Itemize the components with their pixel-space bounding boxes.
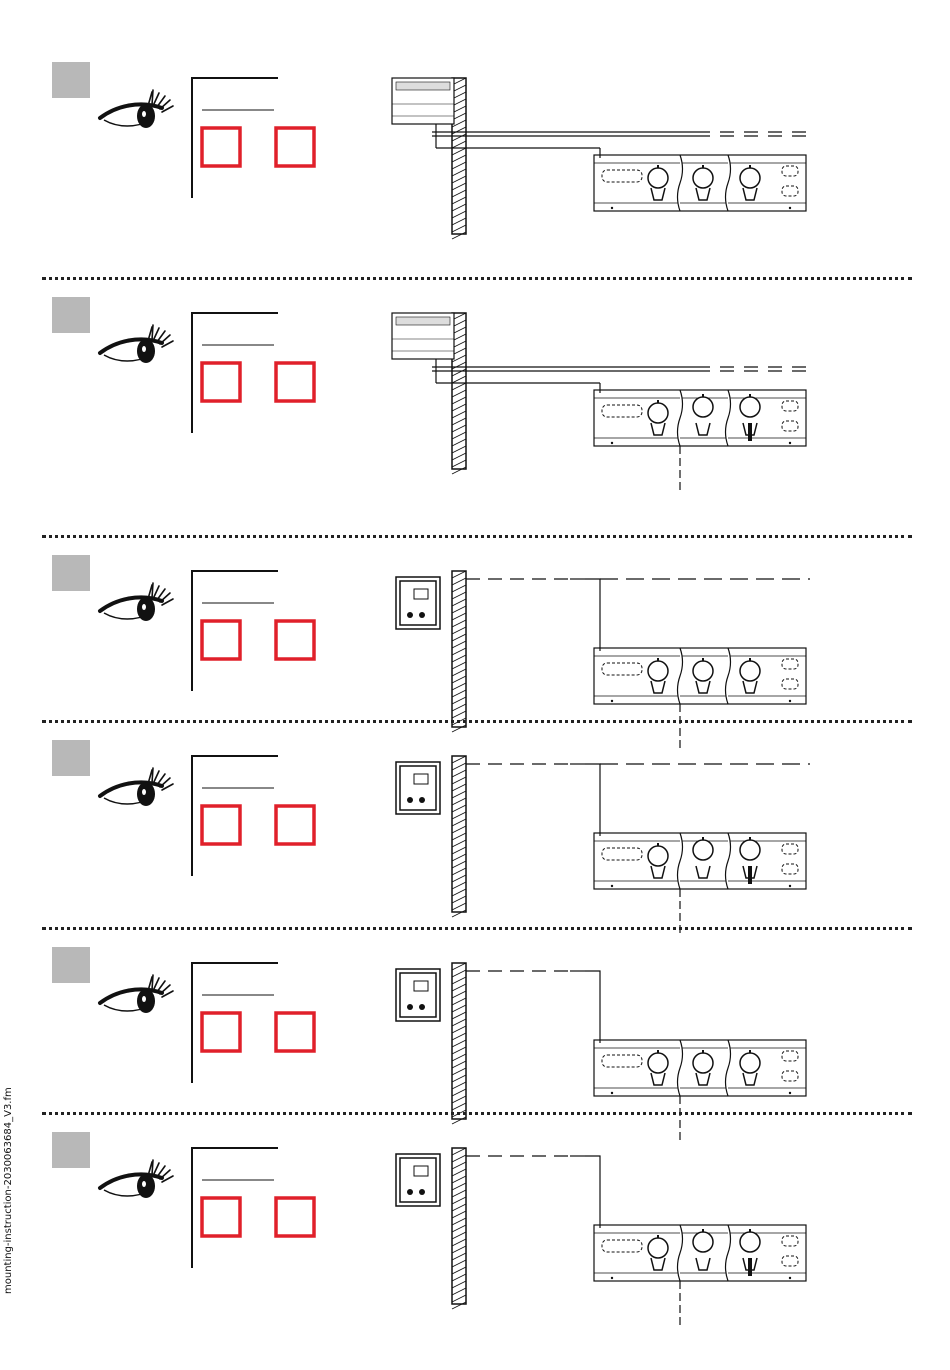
valve-head bbox=[740, 1232, 760, 1252]
valve-installation-diagram bbox=[380, 1130, 820, 1320]
step-marker bbox=[52, 555, 90, 591]
indicator-square-left bbox=[202, 806, 240, 844]
valve-head bbox=[693, 840, 713, 860]
controller-icon bbox=[396, 577, 440, 629]
valve-head bbox=[648, 1053, 668, 1073]
valve-head bbox=[648, 846, 668, 866]
valve-head bbox=[648, 168, 668, 188]
dotted-separator bbox=[42, 720, 912, 723]
indicator-square-left bbox=[202, 1198, 240, 1236]
valve-head bbox=[693, 661, 713, 681]
indicator-square-left bbox=[202, 1013, 240, 1051]
indicator-square-right bbox=[276, 363, 314, 401]
step-marker bbox=[52, 947, 90, 983]
step-marker bbox=[52, 1132, 90, 1168]
indicator-display bbox=[190, 311, 280, 435]
valve-head bbox=[693, 168, 713, 188]
dotted-separator bbox=[42, 535, 912, 538]
indicator-display bbox=[190, 76, 280, 200]
indicator-display bbox=[190, 569, 280, 693]
eye-icon bbox=[96, 762, 176, 810]
dotted-separator bbox=[42, 927, 912, 930]
indicator-square-left bbox=[202, 621, 240, 659]
eye-icon bbox=[96, 969, 176, 1017]
step-marker bbox=[52, 740, 90, 776]
controller-icon bbox=[396, 969, 440, 1021]
valve-head bbox=[693, 1053, 713, 1073]
eye-icon bbox=[96, 84, 176, 132]
indicator-square-left bbox=[202, 128, 240, 166]
valve-head bbox=[740, 840, 760, 860]
dotted-separator bbox=[42, 277, 912, 280]
indicator-square-right bbox=[276, 1198, 314, 1236]
eye-icon bbox=[96, 577, 176, 625]
indicator-square-left bbox=[202, 363, 240, 401]
sidebar-filename: mounting-instruction-2030063684_V3.fm bbox=[3, 1087, 14, 1294]
valve-head bbox=[740, 397, 760, 417]
indicator-square-right bbox=[276, 128, 314, 166]
controller-icon bbox=[396, 762, 440, 814]
controller-icon bbox=[396, 1154, 440, 1206]
valve-installation-diagram bbox=[380, 60, 820, 250]
indicator-display bbox=[190, 1146, 280, 1270]
valve-installation-diagram bbox=[380, 945, 820, 1135]
valve-head bbox=[648, 661, 668, 681]
dotted-separator bbox=[42, 1112, 912, 1115]
indicator-square-right bbox=[276, 806, 314, 844]
valve-head bbox=[648, 403, 668, 423]
eye-icon bbox=[96, 319, 176, 367]
indicator-square-right bbox=[276, 1013, 314, 1051]
eye-icon bbox=[96, 1154, 176, 1202]
valve-head bbox=[648, 1238, 668, 1258]
valve-installation-diagram bbox=[380, 553, 820, 743]
valve-head bbox=[740, 168, 760, 188]
valve-installation-diagram bbox=[380, 738, 820, 928]
indicator-display bbox=[190, 961, 280, 1085]
valve-head bbox=[740, 1053, 760, 1073]
valve-installation-diagram bbox=[380, 295, 820, 485]
valve-head bbox=[693, 1232, 713, 1252]
valve-head bbox=[693, 397, 713, 417]
step-marker bbox=[52, 62, 90, 98]
indicator-display bbox=[190, 754, 280, 878]
valve-head bbox=[740, 661, 760, 681]
indicator-square-right bbox=[276, 621, 314, 659]
step-marker bbox=[52, 297, 90, 333]
